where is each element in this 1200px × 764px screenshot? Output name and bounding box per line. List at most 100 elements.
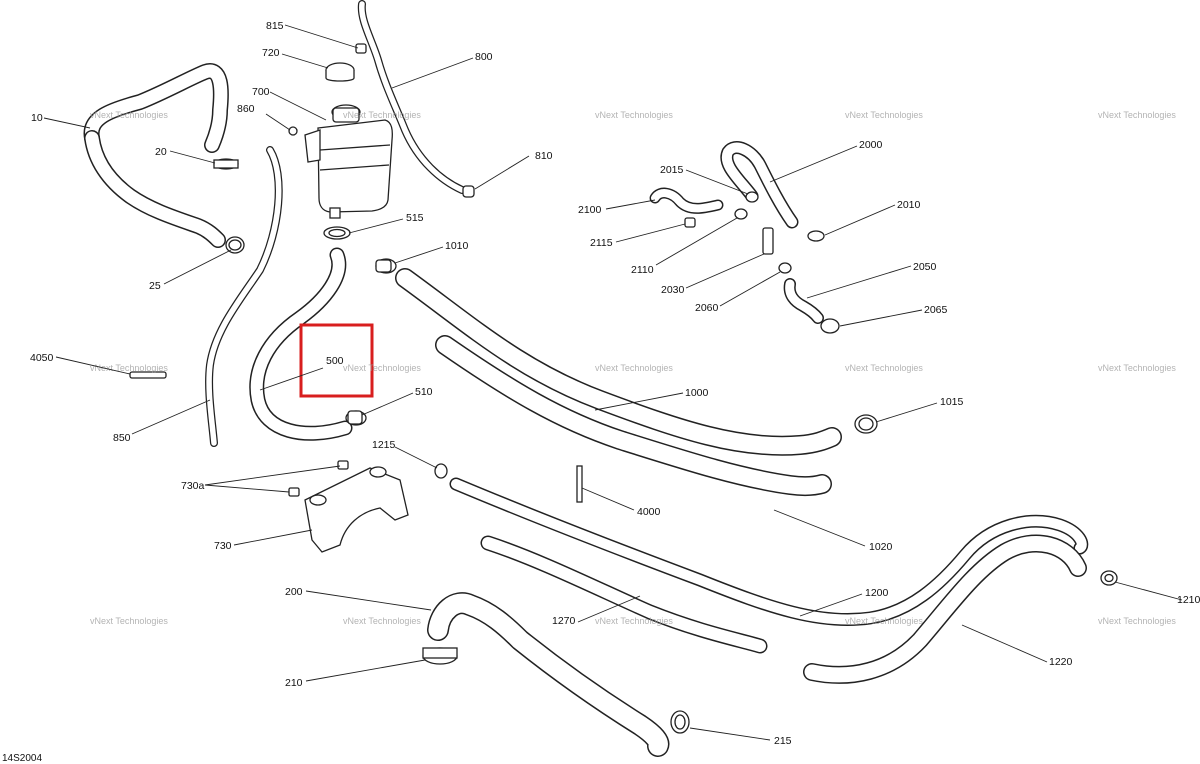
callout-2060: 2060 xyxy=(695,302,719,314)
svg-text:vNext Technologies: vNext Technologies xyxy=(1098,110,1176,120)
callout-515: 515 xyxy=(406,212,424,224)
callout-2110: 2110 xyxy=(631,264,654,276)
svg-text:vNext Technologies: vNext Technologies xyxy=(343,363,421,373)
clamp-2065[interactable] xyxy=(820,318,840,334)
nut-730a-top[interactable] xyxy=(337,460,349,470)
svg-text:vNext Technologies: vNext Technologies xyxy=(343,110,421,120)
callout-1210: 1210 xyxy=(1177,594,1200,606)
clamp-1010[interactable] xyxy=(375,258,397,274)
callout-2030: 2030 xyxy=(661,284,685,296)
svg-text:vNext Technologies: vNext Technologies xyxy=(595,616,673,626)
callout-labels: 10 20 25 200 210 215 500 510 515 700 720… xyxy=(30,20,1200,747)
callout-1000: 1000 xyxy=(685,387,709,399)
callout-2015: 2015 xyxy=(660,164,684,176)
clamp-2060[interactable] xyxy=(778,262,792,274)
strap-4050[interactable] xyxy=(129,371,167,379)
callout-2000: 2000 xyxy=(859,139,883,151)
hose-800[interactable] xyxy=(357,0,466,194)
leader-lines xyxy=(43,24,1183,741)
callout-4050: 4050 xyxy=(30,352,54,364)
hose-2050[interactable] xyxy=(783,278,824,324)
o-ring-515[interactable] xyxy=(323,226,351,240)
hose-1220[interactable] xyxy=(803,534,1087,684)
clamp-860[interactable] xyxy=(288,126,298,136)
clamp-510[interactable] xyxy=(345,410,367,426)
svg-text:vNext Technologies: vNext Technologies xyxy=(90,363,168,373)
callout-2065: 2065 xyxy=(924,304,948,316)
svg-text:vNext Technologies: vNext Technologies xyxy=(1098,363,1176,373)
callout-25: 25 xyxy=(149,280,161,292)
callout-2010: 2010 xyxy=(897,199,921,211)
callout-210: 210 xyxy=(285,677,303,689)
hose-850[interactable] xyxy=(205,146,283,447)
coolant-tank-700[interactable] xyxy=(304,104,393,219)
callout-1015: 1015 xyxy=(940,396,964,408)
callout-810: 810 xyxy=(535,150,553,162)
clamp-215[interactable] xyxy=(670,710,690,734)
callout-1200: 1200 xyxy=(865,587,889,599)
callout-850: 850 xyxy=(113,432,131,444)
clamp-25[interactable] xyxy=(225,236,245,254)
callout-510: 510 xyxy=(415,386,433,398)
hose-200[interactable] xyxy=(427,592,670,757)
clamp-2115[interactable] xyxy=(684,217,696,228)
fitting-2030[interactable] xyxy=(762,227,774,255)
clamp-810[interactable] xyxy=(462,185,475,198)
callout-1270: 1270 xyxy=(552,615,576,627)
bracket-730[interactable] xyxy=(304,466,409,553)
clamp-2010[interactable] xyxy=(807,230,825,242)
callout-700: 700 xyxy=(252,86,270,98)
clamp-2015[interactable] xyxy=(745,191,759,203)
svg-text:vNext Technologies: vNext Technologies xyxy=(845,616,923,626)
svg-text:vNext Technologies: vNext Technologies xyxy=(595,110,673,120)
hose-10[interactable] xyxy=(83,63,229,248)
callout-2100: 2100 xyxy=(578,204,602,216)
svg-text:vNext Technologies: vNext Technologies xyxy=(595,363,673,373)
callout-860: 860 xyxy=(237,103,255,115)
radiator-cap-720[interactable] xyxy=(325,62,355,82)
diagram-reference-code: 14S2004 xyxy=(2,753,42,764)
callout-215: 215 xyxy=(774,735,792,747)
callout-1010: 1010 xyxy=(445,240,469,252)
callout-720: 720 xyxy=(262,47,280,59)
svg-text:vNext Technologies: vNext Technologies xyxy=(1098,616,1176,626)
svg-text:vNext Technologies: vNext Technologies xyxy=(845,363,923,373)
clip-815[interactable] xyxy=(355,43,367,54)
clamp-210[interactable] xyxy=(422,647,458,665)
clamp-20[interactable] xyxy=(213,158,239,170)
tie-4000[interactable] xyxy=(576,465,583,503)
callout-730: 730 xyxy=(214,540,232,552)
clamp-1015[interactable] xyxy=(854,414,878,434)
hose-1270[interactable] xyxy=(480,535,768,654)
callout-200: 200 xyxy=(285,586,303,598)
callout-815: 815 xyxy=(266,20,284,32)
hose-2000[interactable] xyxy=(720,141,799,229)
hose-1020[interactable] xyxy=(435,335,832,497)
callout-1215: 1215 xyxy=(372,439,396,451)
clamp-2110[interactable] xyxy=(734,208,748,220)
callout-1220: 1220 xyxy=(1049,656,1073,668)
watermarks: vNext Technologies vNext Technologies vN… xyxy=(90,110,1176,626)
svg-text:vNext Technologies: vNext Technologies xyxy=(90,616,168,626)
highlight-box-500 xyxy=(299,323,374,398)
callout-10: 10 xyxy=(31,112,43,124)
hose-500[interactable] xyxy=(249,247,353,441)
callout-730a: 730a xyxy=(181,480,205,492)
callout-2115: 2115 xyxy=(590,237,613,249)
callout-1020: 1020 xyxy=(869,541,893,553)
callout-4000: 4000 xyxy=(637,506,661,518)
clamp-1210[interactable] xyxy=(1100,570,1118,586)
svg-text:vNext Technologies: vNext Technologies xyxy=(90,110,168,120)
svg-text:vNext Technologies: vNext Technologies xyxy=(343,616,421,626)
callout-800: 800 xyxy=(475,51,493,63)
clamp-1215[interactable] xyxy=(434,463,448,479)
hose-2100[interactable] xyxy=(649,187,724,214)
svg-text:vNext Technologies: vNext Technologies xyxy=(845,110,923,120)
hose-1215[interactable] xyxy=(449,477,1089,627)
callout-20: 20 xyxy=(155,146,167,158)
nut-730a-bottom[interactable] xyxy=(288,487,300,497)
callout-2050: 2050 xyxy=(913,261,937,273)
hose-1000[interactable] xyxy=(395,268,842,456)
